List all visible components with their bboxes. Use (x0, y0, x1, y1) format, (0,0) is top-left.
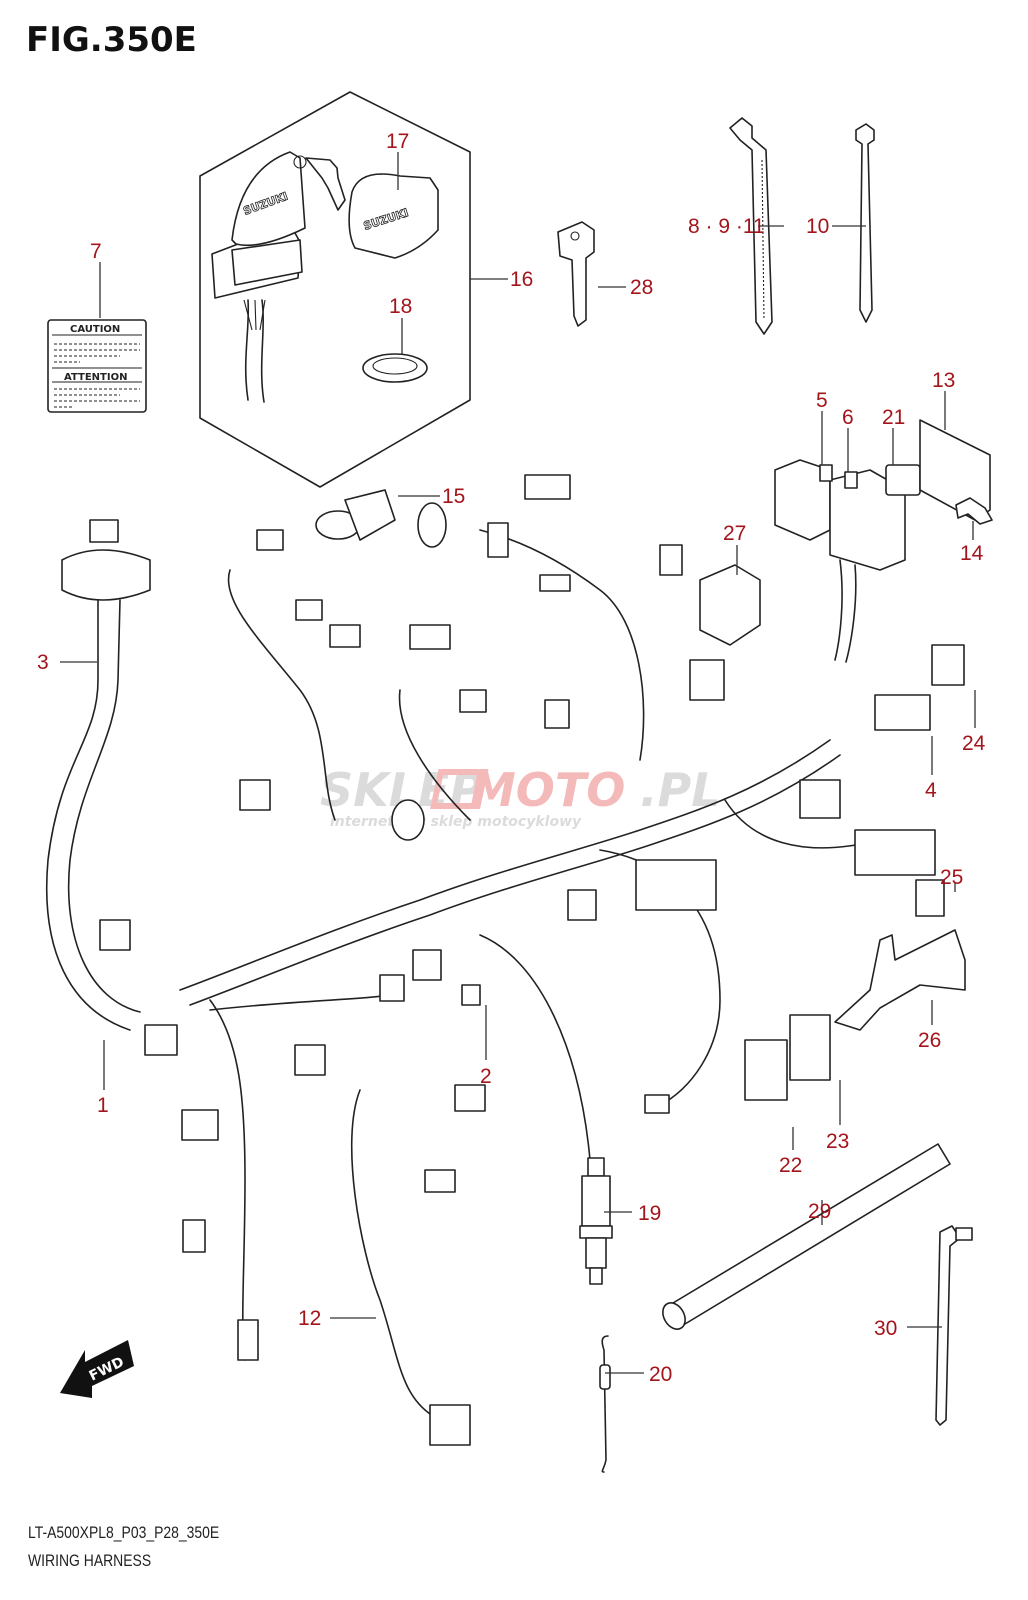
callout-12: 12 (298, 1307, 321, 1330)
callout-10: 10 (806, 215, 829, 238)
callout-18: 18 (389, 295, 412, 318)
watermark-main-c: .PL (640, 763, 721, 817)
figure-name: WIRING HARNESS (28, 1551, 152, 1570)
callout-26: 26 (918, 1029, 941, 1052)
callout-28: 28 (630, 276, 653, 299)
spring-icon (599, 1335, 611, 1473)
leader-lines (60, 152, 976, 1374)
callout-6: 6 (842, 406, 854, 429)
callout-24: 24 (962, 732, 986, 755)
watermark-sub: internetowy sklep motocyklowy (330, 814, 582, 830)
oxygen-sensor-icon (579, 1157, 613, 1285)
fuse-icon (819, 464, 858, 489)
corrugated-tube-icon (662, 1143, 951, 1330)
callout-23: 23 (826, 1130, 849, 1153)
callout-21: 21 (882, 406, 905, 429)
key-cap-icon: SUZUKI (348, 173, 439, 259)
group-outline (199, 91, 471, 488)
main-harness-icon (179, 529, 881, 1421)
callout-16: 16 (510, 268, 533, 291)
relay-icon (885, 464, 921, 496)
callout-14: 14 (960, 542, 984, 565)
forward-arrow-icon: FWD (60, 1340, 134, 1398)
watermark-main-b: MOTO (470, 763, 625, 817)
callout-8-9-11: 8 · 9 ·11 (688, 215, 765, 238)
cable-tie-long-icon (729, 117, 773, 335)
cable-tie-icon (855, 123, 875, 323)
handlebar-harness-icon (46, 519, 151, 1031)
fuse-box-icon (774, 459, 906, 663)
lock-nut-icon (362, 353, 428, 383)
callout-7: 7 (90, 240, 102, 263)
callout-20: 20 (649, 1363, 672, 1386)
sticker-heading-attention: ATTENTION (64, 372, 127, 383)
callout-27: 27 (723, 522, 746, 545)
callouts: 7 17 18 16 28 8 · 9 ·11 10 5 6 21 13 14 … (37, 130, 986, 1386)
ignition-key-icon (293, 155, 346, 211)
ignition-switch-icon: SUZUKI (211, 151, 306, 403)
callout-25: 25 (940, 866, 963, 889)
callout-3: 3 (37, 651, 49, 674)
callout-2: 2 (480, 1065, 492, 1088)
harness-plate-icon (834, 929, 966, 1031)
sticker-heading-caution: CAUTION (70, 324, 120, 335)
callout-13: 13 (932, 369, 955, 392)
figure-code: LT-A500XPL8_P03_P28_350E (28, 1523, 220, 1542)
callout-17: 17 (386, 130, 409, 153)
callout-29: 29 (808, 1200, 831, 1223)
clip-tie-icon (935, 1225, 973, 1426)
caution-label-sticker: CAUTION ATTENTION (47, 319, 147, 413)
dc-socket-icon (315, 489, 447, 548)
callout-30: 30 (874, 1317, 897, 1340)
watermark: SKLEP MOTO .PL internetowy sklep motocyk… (320, 763, 721, 830)
ignition-switch-group: SUZUKI SUZUKI (199, 91, 471, 488)
callout-4: 4 (925, 779, 937, 802)
callout-15: 15 (442, 485, 465, 508)
callout-19: 19 (638, 1202, 661, 1225)
callout-22: 22 (779, 1154, 802, 1177)
blank-key-icon (557, 221, 595, 327)
callout-5: 5 (816, 389, 828, 412)
clamp-icon (955, 497, 993, 525)
control-relay-icon (699, 564, 761, 646)
figure-title: FIG.350E (26, 20, 197, 60)
coupler-icons (99, 474, 965, 1446)
callout-1: 1 (97, 1094, 109, 1117)
